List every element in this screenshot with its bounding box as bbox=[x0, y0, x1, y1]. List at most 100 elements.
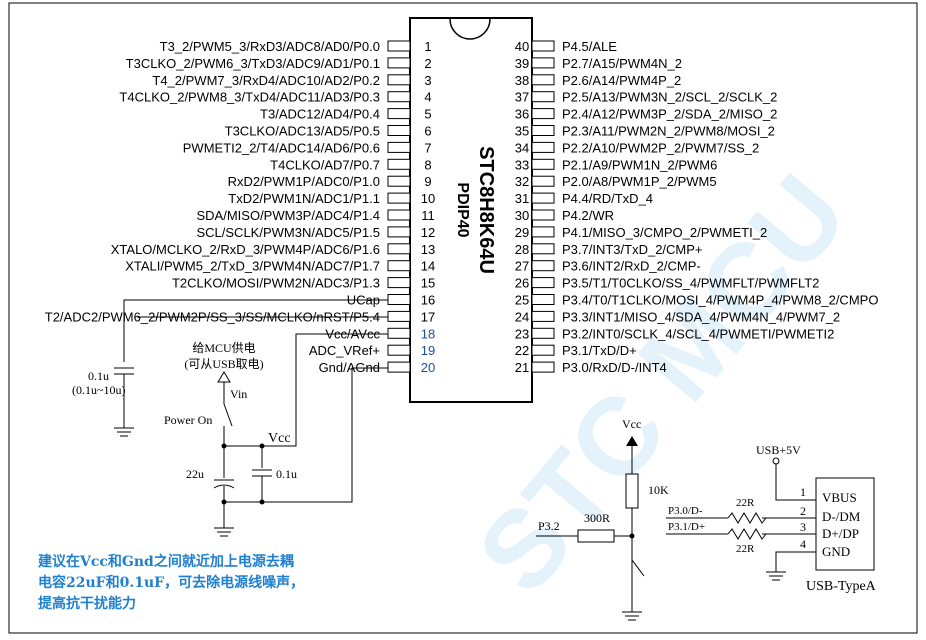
pin-2-number: 2 bbox=[424, 56, 431, 71]
pin-39-label: P2.7/A15/PWM4N_2 bbox=[562, 56, 682, 71]
pin-19-lead bbox=[387, 344, 411, 356]
pin-32-number: 32 bbox=[515, 174, 529, 189]
pin-27-label: P3.6/INT2/RxD_2/CMP- bbox=[562, 259, 701, 274]
pin-35-lead bbox=[531, 125, 555, 136]
pin-5-label: T3/ADC12/AD4/P0.4 bbox=[260, 107, 380, 122]
gnd-junction bbox=[221, 499, 227, 505]
pin-4-number: 4 bbox=[424, 90, 431, 105]
pin-8-label: T4CLKO/AD7/P0.7 bbox=[270, 157, 380, 172]
pin-3-lead bbox=[387, 74, 411, 86]
pin-29-lead bbox=[531, 226, 555, 238]
pin-21-label: P3.0/RxD/D-/INT4 bbox=[562, 360, 667, 375]
usb-r1-label: 22R bbox=[736, 497, 755, 509]
pin-22-label: P3.1/TxD/D+ bbox=[562, 343, 637, 358]
chip-body bbox=[409, 17, 533, 403]
pin-25-lead bbox=[531, 294, 555, 305]
left-pin-column: T3_2/PWM5_3/RxD3/ADC8/AD0/P0.0 1T3CLKO_2/… bbox=[45, 39, 435, 375]
power-wiring bbox=[114, 299, 388, 537]
pin-14-number: 14 bbox=[421, 259, 435, 274]
pin-31-label: P4.4/RD/TxD_4 bbox=[562, 191, 653, 206]
usb-p30-label: P3.0/D- bbox=[668, 505, 703, 517]
pin-3-number: 3 bbox=[424, 73, 431, 88]
p32-label: P3.2 bbox=[538, 519, 560, 533]
pin-27-lead bbox=[531, 260, 555, 272]
pin-6-lead bbox=[387, 125, 411, 136]
pin-28-lead bbox=[531, 243, 555, 255]
button-vcc-label: Vcc bbox=[622, 417, 641, 431]
resistor-10k-label: 10K bbox=[648, 483, 669, 497]
resistor-22r-top bbox=[727, 512, 767, 524]
pin-33-label: P2.1/A9/PWM1N_2/PWM6 bbox=[562, 157, 717, 172]
pin-37-label: P2.5/A13/PWM3N_2/SCL_2/SCLK_2 bbox=[562, 90, 777, 105]
pin-1-label: T3_2/PWM5_3/RxD3/ADC8/AD0/P0.0 bbox=[160, 39, 380, 54]
pin-21-lead bbox=[531, 361, 555, 373]
pin-35-label: P2.3/A11/PWM2N_2/PWM8/MOSI_2 bbox=[562, 124, 775, 139]
resistor-22r-bottom bbox=[727, 528, 767, 540]
pin-15-lead bbox=[387, 277, 411, 289]
pin-2-label: T3CLKO_2/PWM6_3/TxD3/ADC9/AD1/P0.1 bbox=[126, 56, 380, 71]
usb-pin3-label: D+/DP bbox=[822, 526, 859, 541]
pin-1-lead bbox=[387, 40, 411, 52]
usb-pin4-label: GND bbox=[822, 544, 850, 559]
chip: STC8H8K64U PDIP40 bbox=[409, 17, 533, 403]
usb-pin3-num: 3 bbox=[800, 520, 806, 534]
pin-39-lead bbox=[531, 57, 555, 69]
pin-15-label: T2CLKO/MOSI/PWM2N/ADC3/P1.3 bbox=[172, 276, 380, 291]
ucap-range-label: (0.1u~10u) bbox=[72, 383, 125, 397]
decoupling-note: 建议在Vcc和Gnd之间就近加上电源去耦 电容22uF和0.1uF，可去除电源线… bbox=[38, 552, 378, 615]
pin-5-lead bbox=[387, 108, 411, 120]
pin-38-lead bbox=[531, 74, 555, 86]
pin-9-lead bbox=[387, 175, 411, 187]
pin-32-label: P2.0/A8/PWM1P_2/PWM5 bbox=[562, 174, 717, 189]
vcc-junction-2 bbox=[259, 443, 265, 449]
pin-6-number: 6 bbox=[424, 124, 431, 139]
pin-1-number: 1 bbox=[424, 39, 431, 54]
pin-34-label: P2.2/A10/PWM2P_2/PWM7/SS_2 bbox=[562, 140, 759, 155]
pin-12-number: 12 bbox=[421, 225, 435, 240]
chip-package: PDIP40 bbox=[454, 182, 471, 237]
pin-23-number: 23 bbox=[515, 326, 529, 341]
pin-9-label: RxD2/PWM1P/ADC0/P1.0 bbox=[228, 174, 380, 189]
pin-37-lead bbox=[531, 91, 555, 103]
pin-5-number: 5 bbox=[424, 107, 431, 122]
pin-20-lead bbox=[387, 361, 411, 373]
pin-25-number: 25 bbox=[515, 293, 529, 308]
note-line1: 建议在Vcc和Gnd之间就近加上电源去耦 bbox=[38, 554, 294, 570]
pin-16-lead bbox=[387, 294, 411, 305]
right-pin-column: P4.5/ALE40P2.7/A15/PWM4N_239P2.6/A14/PWM… bbox=[515, 39, 879, 375]
pin-24-number: 24 bbox=[515, 309, 529, 324]
usb-p31-label: P3.1/D+ bbox=[668, 521, 705, 533]
pin-26-number: 26 bbox=[515, 276, 529, 291]
pin-19-number: 19 bbox=[421, 343, 435, 358]
usb-r2-label: 22R bbox=[736, 543, 755, 555]
pin-6-label: T3CLKO/ADC13/AD5/P0.5 bbox=[225, 124, 380, 139]
pin-14-lead bbox=[387, 260, 411, 272]
pin-7-lead bbox=[387, 141, 411, 153]
vcc-arrow-icon bbox=[626, 436, 638, 446]
pin-32-lead bbox=[531, 175, 555, 187]
pin-12-lead bbox=[387, 226, 411, 238]
ucap-wire bbox=[123, 299, 388, 362]
pin-29-number: 29 bbox=[515, 225, 529, 240]
button-switch-lever bbox=[631, 559, 645, 577]
pin-25-label: P3.4/T0/T1CLKO/MOSI_4/PWM4P_4/PWM8_2/CMP… bbox=[562, 293, 878, 308]
usb-pin1-num: 1 bbox=[800, 485, 806, 499]
power-on-label: Power On bbox=[164, 413, 212, 427]
pin-40-lead bbox=[531, 40, 555, 52]
pin-36-label: P2.4/A12/PWM3P_2/SDA_2/MISO_2 bbox=[562, 107, 777, 122]
usb-pin2-label: D-/DM bbox=[822, 509, 861, 524]
cap-01u-label: 0.1u bbox=[276, 467, 297, 481]
pin-9-number: 9 bbox=[424, 174, 431, 189]
pin-11-label: SDA/MISO/PWM3P/ADC4/P1.4 bbox=[197, 208, 381, 223]
gnd-junction-2 bbox=[259, 499, 265, 505]
vcc-junction bbox=[221, 443, 227, 449]
pin-33-number: 33 bbox=[515, 157, 529, 172]
chip-name: STC8H8K64U bbox=[475, 146, 497, 274]
supply-note-line1: 给MCU供电 bbox=[192, 341, 255, 355]
ucap-value-label: 0.1u bbox=[88, 369, 109, 383]
pin-40-label: P4.5/ALE bbox=[562, 39, 617, 54]
pin-17-lead bbox=[387, 310, 411, 322]
pin-19-label: ADC_VRef+ bbox=[309, 343, 380, 358]
pin-8-lead bbox=[387, 158, 411, 170]
pin-23-lead bbox=[531, 327, 555, 339]
